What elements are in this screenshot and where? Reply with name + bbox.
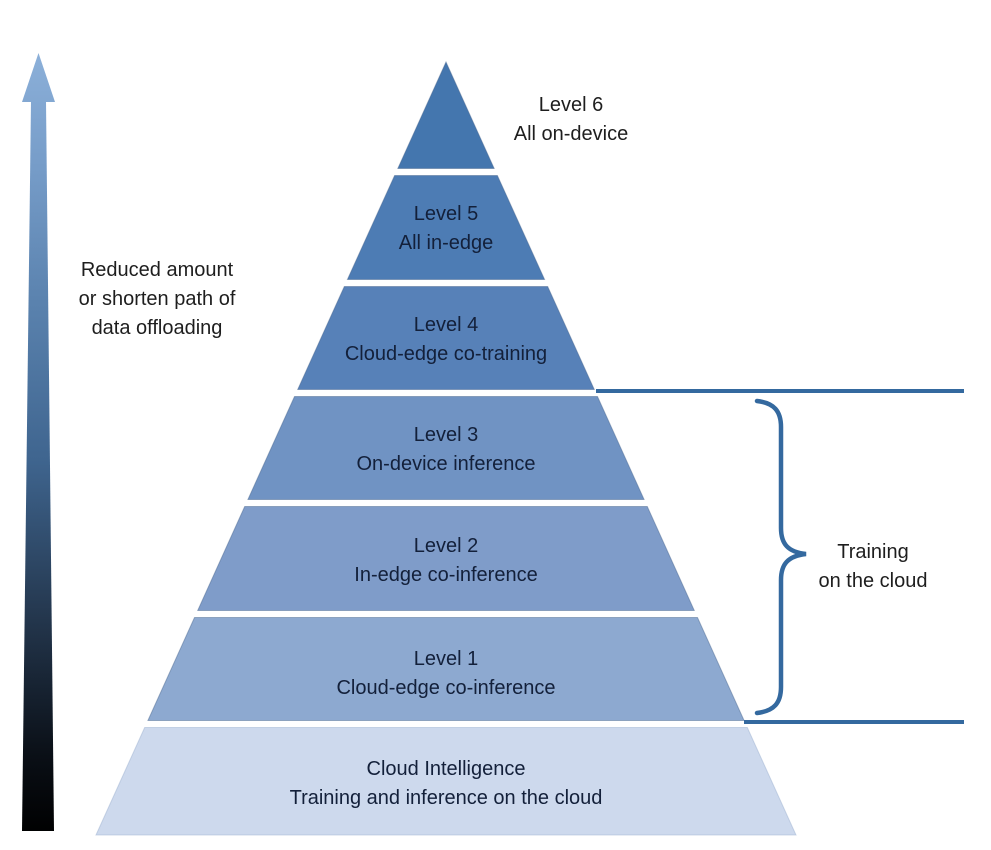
data-offloading-line-2: or shorten path of	[78, 288, 236, 310]
level-6-title: Level 6	[538, 94, 604, 116]
level-5-subtitle: All in-edge	[398, 232, 494, 254]
pyramid-level-5-band	[346, 175, 546, 280]
data-offloading-line-3: data offloading	[91, 317, 223, 339]
pyramid-level-3-band	[247, 396, 645, 500]
level-1-subtitle: Cloud-edge co-inference	[336, 677, 556, 699]
level-5-label: Level 5 All in-edge	[271, 200, 621, 258]
level-2-label: Level 2 In-edge co-inference	[271, 532, 621, 590]
curly-brace-icon	[754, 398, 807, 716]
training-on-cloud-line-1: Training	[837, 541, 909, 563]
upward-gradient-arrow-icon	[22, 53, 55, 831]
level-4-label: Level 4 Cloud-edge co-training	[271, 311, 621, 369]
pyramid-level-6-band	[397, 60, 495, 169]
cloud-intelligence-label: Cloud Intelligence Training and inferenc…	[226, 755, 666, 813]
cloud-intelligence-band	[95, 727, 797, 836]
training-on-cloud-label: Training on the cloud	[763, 538, 983, 596]
level-3-title: Level 3	[413, 424, 479, 446]
level-4-title: Level 4	[413, 314, 479, 336]
level-6-subtitle: All on-device	[513, 123, 629, 145]
level-2-title: Level 2	[413, 535, 479, 557]
level-1-title: Level 1	[413, 648, 479, 670]
level-2-subtitle: In-edge co-inference	[354, 564, 538, 586]
data-offloading-label: Reduced amount or shorten path of data o…	[27, 256, 287, 343]
level-5-title: Level 5	[413, 203, 479, 225]
pyramid-level-2-band	[196, 506, 696, 611]
data-offloading-line-1: Reduced amount	[80, 259, 234, 281]
level-6-label: Level 6 All on-device	[451, 91, 691, 149]
level-1-label: Level 1 Cloud-edge co-inference	[271, 645, 621, 703]
cloud-intelligence-subtitle: Training and inference on the cloud	[289, 787, 603, 809]
level-4-subtitle: Cloud-edge co-training	[344, 343, 548, 365]
level-3-label: Level 3 On-device inference	[271, 421, 621, 479]
training-on-cloud-line-2: on the cloud	[818, 570, 928, 592]
cloud-intelligence-title: Cloud Intelligence	[366, 758, 526, 780]
level-3-subtitle: On-device inference	[356, 453, 536, 475]
pyramid-level-4-band	[296, 286, 596, 390]
